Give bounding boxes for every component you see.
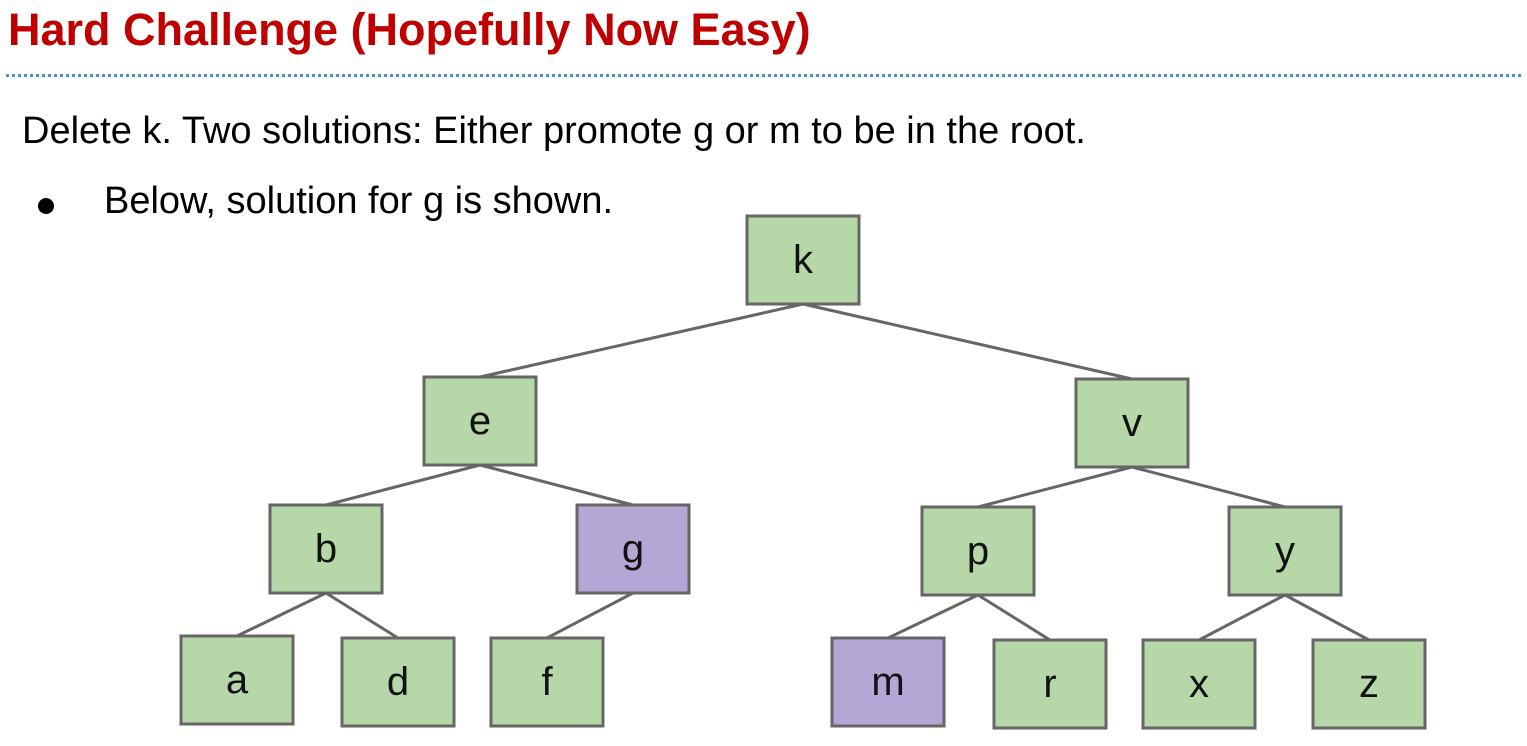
tree-edge-p-r (977, 593, 1051, 642)
tree-node-label-z: z (1359, 662, 1379, 706)
tree-node-box-z (1311, 638, 1427, 730)
tree-node-r: r (992, 638, 1108, 730)
tree-node-y: y (1227, 505, 1343, 597)
tree-node-box-f (489, 636, 605, 728)
tree-node-box-r (992, 638, 1108, 730)
tree-node-box-e (422, 375, 538, 467)
tree-edge-e-g (479, 463, 634, 507)
tree-node-m: m (830, 636, 946, 728)
tree-node-z: z (1311, 638, 1427, 730)
tree-node-box-v (1074, 377, 1190, 469)
tree-node-label-e: e (469, 399, 491, 443)
tree-node-box-m (830, 636, 946, 728)
tree-node-label-y: y (1275, 529, 1295, 573)
tree-node-box-p (920, 505, 1036, 597)
tree-edge-g-f (546, 591, 634, 640)
tree-edge-e-b (325, 463, 481, 507)
tree-edge-b-a (236, 591, 327, 638)
tree-node-label-p: p (967, 529, 989, 573)
tree-node-label-k: k (793, 238, 814, 282)
tree-node-v: v (1074, 377, 1190, 469)
bullet-icon (38, 198, 54, 214)
tree-node-box-d (340, 636, 456, 728)
tree-node-box-g (575, 503, 691, 595)
tree-node-g: g (575, 503, 691, 595)
tree-node-label-f: f (541, 660, 553, 704)
tree-node-label-a: a (226, 658, 249, 702)
tree-node-d: d (340, 636, 456, 728)
tree-node-k: k (745, 214, 861, 306)
tree-edge-k-v (802, 302, 1133, 381)
bullet-text: Below, solution for g is shown. (104, 180, 614, 222)
tree-edge-p-m (887, 593, 979, 640)
tree-edge-v-p (977, 465, 1133, 509)
tree-node-box-x (1141, 638, 1257, 730)
tree-node-p: p (920, 505, 1036, 597)
tree-node-label-m: m (871, 660, 904, 704)
tree-node-f: f (489, 636, 605, 728)
tree-node-x: x (1141, 638, 1257, 730)
tree-edge-y-x (1198, 593, 1286, 642)
tree-node-label-r: r (1043, 662, 1056, 706)
tree-node-box-y (1227, 505, 1343, 597)
tree-node-box-b (268, 503, 384, 595)
tree-edge-v-y (1131, 465, 1286, 509)
tree-node-e: e (422, 375, 538, 467)
tree-edge-k-e (479, 302, 804, 379)
slide-title: Hard Challenge (Hopefully Now Easy) (8, 4, 811, 55)
tree-node-label-v: v (1122, 401, 1142, 445)
tree-node-label-d: d (387, 660, 409, 704)
body-text: Delete k. Two solutions: Either promote … (22, 110, 1086, 152)
tree-node-a: a (179, 634, 295, 726)
tree-node-label-g: g (622, 527, 644, 571)
tree-node-box-a (179, 634, 295, 726)
tree-node-label-x: x (1189, 662, 1209, 706)
tree-node-label-b: b (315, 527, 337, 571)
tree-node-b: b (268, 503, 384, 595)
tree-edge-b-d (325, 591, 399, 640)
title-divider (6, 74, 1521, 77)
tree-node-box-k (745, 214, 861, 306)
tree-edge-y-z (1284, 593, 1370, 642)
